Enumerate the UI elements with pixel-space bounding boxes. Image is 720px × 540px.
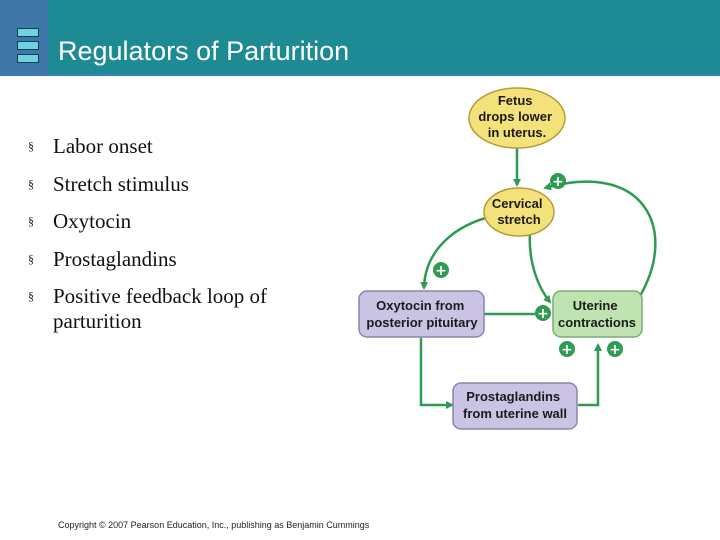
plus-icon: +: [607, 341, 623, 358]
slide-header: [0, 0, 720, 76]
oxytocin-node-label: Oxytocin from posterior pituitary: [366, 298, 478, 330]
arrow-prostaglandins-to-uterine: [578, 343, 602, 407]
oxytocin-line-2: posterior pituitary: [366, 315, 478, 330]
plus-icon-text: +: [552, 174, 564, 190]
plus-icon: +: [550, 173, 566, 190]
logo-bar: [17, 41, 39, 50]
fetus-line-1: Fetus: [498, 93, 533, 108]
bullet-icon: §: [28, 214, 34, 228]
cervical-line-2: stretch: [497, 212, 540, 227]
bullet-text: Stretch stimulus: [53, 171, 189, 196]
logo-bar: [17, 28, 39, 37]
prostaglandins-node: [452, 382, 578, 430]
arrow-cervical-to-oxytocin: [420, 214, 494, 290]
arrow-oxytocin-to-prostaglandins: [419, 338, 454, 409]
bullet-item: § Prostaglandins: [28, 247, 348, 272]
logo-icon: [0, 0, 48, 76]
plus-icon-text: +: [561, 342, 573, 358]
bullet-text: Prostaglandins: [53, 246, 177, 271]
bullet-icon: §: [28, 289, 34, 303]
bullet-text: Oxytocin: [53, 209, 132, 233]
prostaglandins-line-2: from uterine wall: [463, 406, 567, 421]
diagram-arrows: [419, 148, 657, 409]
fetus-node: [468, 87, 566, 149]
bullet-text: Positive feedback loop of parturition: [53, 284, 268, 333]
uterine-contractions-node: [552, 290, 643, 338]
bullet-item: § Oxytocin: [28, 209, 348, 234]
plus-icon-text: +: [609, 342, 621, 358]
bullet-icon: §: [28, 251, 34, 266]
uterine-line-2: contractions: [558, 315, 636, 330]
fetus-node-label: Fetus drops lower in uterus.: [478, 93, 555, 140]
uterine-node-label: Uterine contractions: [558, 298, 636, 330]
arrow-cervical-to-uterine: [528, 231, 552, 304]
plus-icon: +: [559, 341, 575, 358]
bullet-item: § Labor onset: [28, 134, 348, 159]
uterine-line-1: Uterine: [573, 298, 618, 313]
plus-icon: +: [433, 262, 449, 279]
cervical-node-label: Cervical stretch: [492, 196, 546, 227]
cervical-line-1: Cervical: [492, 196, 543, 211]
prostaglandins-node-label: Prostaglandins from uterine wall: [463, 389, 567, 421]
bullet-text: Labor onset: [53, 134, 153, 158]
cervical-stretch-node: [483, 187, 555, 237]
oxytocin-node: [358, 290, 485, 338]
bullet-icon: §: [28, 139, 34, 153]
bullet-item: § Positive feedback loop of parturition: [28, 284, 348, 334]
bullet-icon: §: [28, 176, 34, 191]
slide-title: Regulators of Parturition: [58, 36, 350, 66]
bullet-item: § Stretch stimulus: [28, 172, 348, 197]
fetus-line-2: drops lower: [478, 109, 552, 124]
header-rule: [0, 74, 720, 76]
copyright-text: Copyright © 2007 Pearson Education, Inc.…: [58, 520, 370, 530]
fetus-line-3: in uterus.: [488, 125, 547, 140]
logo-bar: [17, 54, 39, 63]
arrow-uterine-to-cervical: [543, 180, 657, 297]
bullet-list: § Labor onset § Stretch stimulus § Oxytocin…: [28, 134, 348, 347]
plus-icon-text: +: [537, 306, 549, 322]
prostaglandins-line-1: Prostaglandins: [466, 389, 560, 404]
oxytocin-line-1: Oxytocin from: [376, 298, 464, 313]
plus-icon: +: [535, 305, 551, 322]
plus-icon-text: +: [435, 263, 447, 279]
